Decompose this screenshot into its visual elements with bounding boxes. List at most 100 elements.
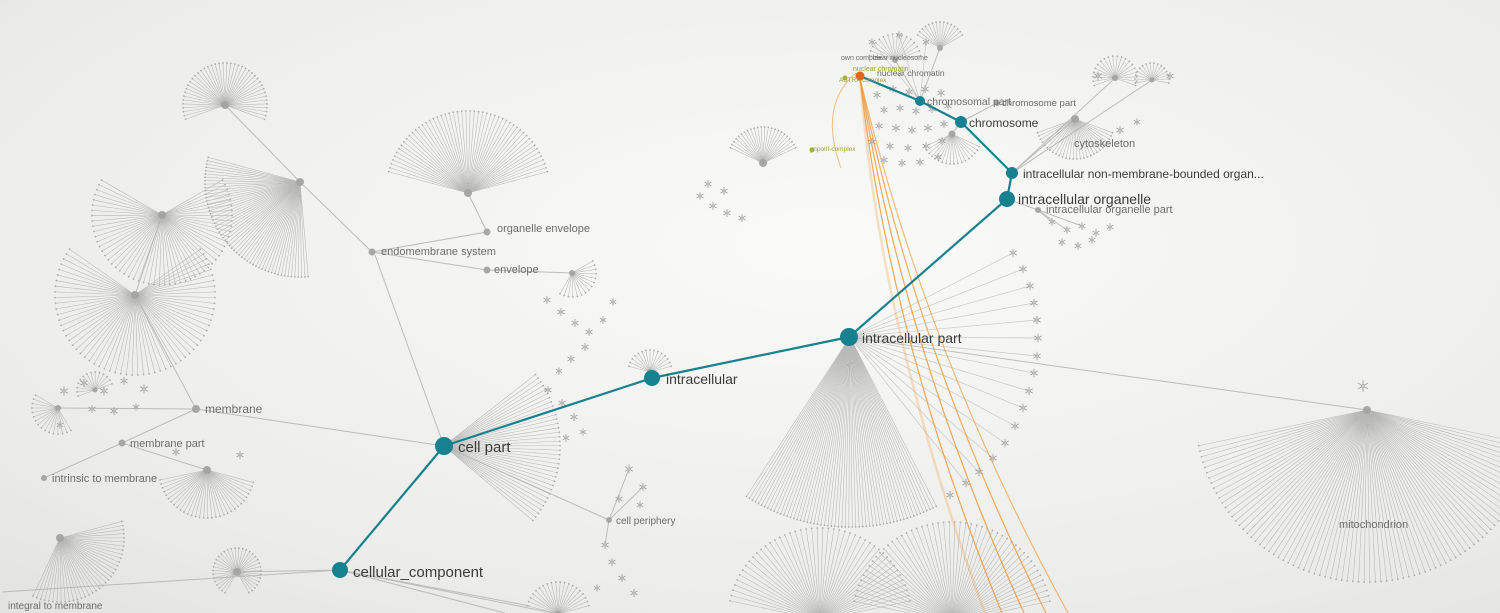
graph-node-chromosome[interactable]: [955, 116, 967, 128]
asterisk-icon: [940, 119, 948, 129]
gray-node[interactable]: [368, 248, 376, 256]
asterisk-icon: [1093, 71, 1103, 81]
asterisk-icon: [738, 213, 746, 223]
asterisk-icon: [1009, 248, 1017, 258]
cluster-fan: [91, 179, 233, 286]
gray-node[interactable]: [55, 405, 61, 411]
asterisk-icon: [88, 404, 96, 414]
cluster-fan: [745, 336, 938, 528]
node-label: clear nucleosome: [873, 55, 928, 62]
gray-node[interactable]: [892, 57, 898, 63]
gray-node[interactable]: [994, 100, 1000, 106]
gray-hub-nodes[interactable]: [41, 45, 1371, 613]
asterisk-icon: [868, 137, 876, 147]
asterisk-icon: [570, 412, 578, 422]
gray-node[interactable]: [483, 228, 491, 236]
node-label: integral to membrane: [8, 601, 103, 612]
asterisk-icon: [236, 450, 244, 460]
gray-node[interactable]: [131, 291, 139, 299]
gray-node[interactable]: [118, 439, 126, 447]
gray-node[interactable]: [92, 387, 98, 393]
gray-node[interactable]: [606, 517, 612, 523]
gray-node[interactable]: [203, 466, 211, 474]
gray-node[interactable]: [1071, 115, 1079, 123]
cluster-fans: [31, 21, 1500, 613]
gray-node[interactable]: [569, 270, 575, 276]
gray-node[interactable]: [948, 130, 956, 138]
graph-node-cellular-component[interactable]: [332, 562, 348, 578]
asterisk-icon: [875, 121, 883, 131]
gray-node[interactable]: [464, 189, 472, 197]
orange-relation-curves: [831, 72, 1069, 613]
gray-node[interactable]: [41, 475, 47, 481]
node-label: cytoskeleton: [1074, 138, 1135, 150]
gray-node[interactable]: [1035, 207, 1041, 213]
graph-node-intracellular[interactable]: [644, 370, 660, 386]
cluster-fan: [923, 133, 981, 165]
asterisk-icon: [59, 386, 69, 396]
asterisk-icon: [1034, 333, 1042, 343]
graph-node-intracellular-non-membrane-bounded-organelle[interactable]: [1006, 167, 1018, 179]
asterisk-icon: [562, 434, 570, 442]
asterisk-icon: [1106, 223, 1114, 231]
asterisk-icon: [989, 453, 997, 463]
cluster-fan: [729, 126, 797, 164]
asterisk-icon: [1001, 438, 1009, 448]
asterisk-icon: [624, 464, 634, 474]
asterisk-icon: [80, 378, 88, 388]
asterisk-icon: [704, 179, 712, 189]
graph-node-intracellular-part[interactable]: [840, 328, 858, 346]
asterisk-icon: [916, 157, 924, 167]
asterisk-icon: [1019, 264, 1027, 274]
gray-node[interactable]: [296, 178, 304, 186]
graph-node-chromosomal-part[interactable]: [915, 96, 925, 106]
asterisk-icon: [601, 540, 609, 550]
asterisk-icon: [944, 101, 952, 111]
asterisk-icon: [599, 316, 607, 324]
asterisk-icon: [868, 38, 876, 46]
cluster-fan: [1092, 55, 1138, 87]
olive-node[interactable]: [809, 147, 815, 153]
cluster-fan: [1134, 62, 1170, 84]
asterisk-icon: [922, 38, 930, 46]
asterisk-icon: [921, 84, 929, 94]
gray-node[interactable]: [192, 405, 200, 413]
node-label: ynpolII-complex: [810, 146, 856, 153]
gray-node[interactable]: [759, 159, 767, 167]
asterisk-icon: [937, 88, 945, 98]
asterisk-icon: [1074, 242, 1082, 250]
asterisk-icon: [543, 295, 551, 305]
gray-node[interactable]: [1149, 77, 1155, 83]
asterisk-icon: [720, 186, 728, 196]
node-label: nuclear chromatin: [853, 66, 909, 73]
gray-node[interactable]: [233, 568, 241, 576]
cluster-fan: [32, 520, 125, 603]
highlight-path-nodes[interactable]: [332, 71, 1018, 579]
graph-node-nuclear-chromatin[interactable]: [855, 71, 865, 81]
gray-node[interactable]: [158, 211, 166, 219]
graph-node-cell-part[interactable]: [435, 437, 453, 455]
asterisk-icon: [880, 155, 888, 165]
asterisk-icon: [581, 342, 589, 352]
asterisk-icon: [912, 106, 920, 116]
node-label: nuclear chromatin: [877, 68, 945, 78]
graph-node-intracellular-organelle[interactable]: [999, 191, 1015, 207]
gray-node[interactable]: [937, 45, 943, 51]
node-label: cell part: [458, 439, 511, 456]
asterisk-icon: [905, 87, 913, 97]
asterisk-icon: [1166, 71, 1174, 81]
cluster-fan: [159, 469, 255, 519]
gray-node[interactable]: [483, 266, 491, 274]
gray-node[interactable]: [1363, 406, 1371, 414]
cluster-fan: [868, 33, 922, 61]
asterisk-icon: [1357, 380, 1369, 392]
asterisk-icon: [1033, 315, 1041, 325]
gray-node[interactable]: [1112, 75, 1118, 81]
olive-node[interactable]: [842, 75, 848, 81]
node-label: intracellular organelle: [1018, 191, 1151, 207]
gray-node[interactable]: [221, 101, 229, 109]
asterisk-icon: [172, 447, 180, 457]
gray-node[interactable]: [56, 534, 64, 542]
